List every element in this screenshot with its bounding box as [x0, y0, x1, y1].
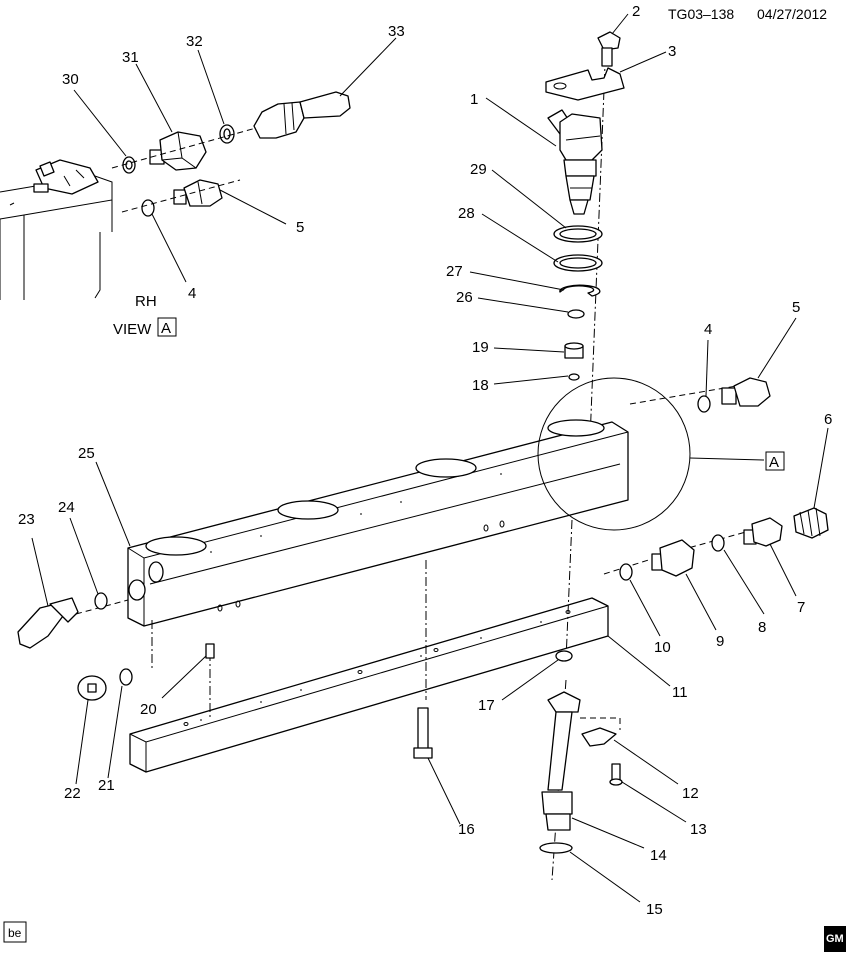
callout-5a: 5	[296, 219, 304, 236]
o-ring-4-inset	[141, 199, 155, 217]
pin-20	[205, 643, 215, 659]
callout-26: 26	[456, 289, 473, 306]
callout-2: 2	[632, 3, 640, 20]
detail-circle	[537, 377, 691, 531]
fitting-9	[651, 539, 695, 577]
callout-33: 33	[388, 23, 405, 40]
callout-10: 10	[654, 639, 671, 656]
callout-12: 12	[682, 785, 699, 802]
callout-20: 20	[140, 701, 157, 718]
callout-7: 7	[797, 599, 805, 616]
fuel-rail-25	[127, 419, 629, 627]
injector-stack	[545, 31, 625, 441]
callout-8: 8	[758, 619, 766, 636]
diagram-date: 04/27/2012	[757, 6, 827, 22]
callout-23: 23	[18, 511, 35, 528]
callout-13: 13	[690, 821, 707, 838]
detail-callout-box	[765, 451, 785, 471]
callout-4a: 4	[188, 285, 196, 302]
o-ring-15	[539, 842, 573, 854]
o-ring-24	[94, 592, 108, 610]
o-ring-4	[697, 395, 711, 413]
view-letter: A	[161, 320, 171, 337]
fuel-line-14	[541, 691, 581, 831]
callout-17: 17	[478, 697, 495, 714]
o-ring-21	[119, 668, 133, 686]
o-ring-8	[711, 534, 725, 552]
clip-12	[581, 727, 617, 747]
fitting-7	[743, 517, 783, 547]
o-ring-18	[568, 373, 580, 381]
cap-19	[564, 342, 584, 359]
callout-31: 31	[122, 49, 139, 66]
corner-tag-box	[3, 921, 27, 943]
pressure-sensor-33	[253, 91, 351, 139]
elbow-fitting-23	[17, 597, 79, 649]
bolt-16	[413, 707, 433, 759]
fitting-5-inset	[173, 179, 223, 207]
o-ring-17	[555, 650, 573, 662]
callout-16: 16	[458, 821, 475, 838]
corner-tag: be	[8, 926, 22, 940]
gm-logo: GM	[824, 926, 846, 952]
detail-callout-letter: A	[769, 454, 779, 471]
callout-5b: 5	[792, 299, 800, 316]
view-side-label: RH	[135, 293, 157, 310]
callout-numbers: 1 2 3 29 28 27 26 19 18 4 5 6 7 8 9 10 1…	[18, 3, 832, 918]
callout-11: 11	[672, 684, 688, 701]
leader-lines	[31, 13, 829, 903]
view-label: VIEW	[113, 321, 152, 338]
callout-29: 29	[470, 161, 487, 178]
view-letter-box	[157, 317, 177, 337]
bolt-13	[609, 763, 623, 786]
callout-28: 28	[458, 205, 475, 222]
o-ring-26	[567, 309, 585, 319]
callout-22: 22	[64, 785, 81, 802]
fitting-5	[721, 377, 771, 407]
fuel-injector-1	[547, 109, 603, 215]
plug-22	[77, 675, 107, 701]
gm-logo-text: GM	[826, 933, 844, 945]
callout-1: 1	[470, 91, 478, 108]
cap-6	[793, 507, 829, 539]
callout-32: 32	[186, 33, 203, 50]
callout-14: 14	[650, 847, 667, 864]
fitting-31	[149, 131, 207, 171]
bolt-2	[597, 31, 621, 67]
callout-3: 3	[668, 43, 676, 60]
callout-21: 21	[98, 777, 115, 794]
callout-30: 30	[62, 71, 79, 88]
bracket-3	[545, 67, 625, 101]
callout-9: 9	[716, 633, 724, 650]
callout-24: 24	[58, 499, 75, 516]
callout-6: 6	[824, 411, 832, 428]
rail-mount-bar-11	[129, 597, 609, 773]
callout-27: 27	[446, 263, 463, 280]
callout-19: 19	[472, 339, 489, 356]
o-ring-10	[619, 563, 633, 581]
callout-18: 18	[472, 377, 489, 394]
diagram-code: TG03–138	[668, 6, 734, 22]
view-a-inset: RH VIEW A	[0, 91, 351, 338]
callout-4b: 4	[704, 321, 712, 338]
retainer-clip-27	[559, 284, 601, 297]
callout-15: 15	[646, 901, 663, 918]
callout-25: 25	[78, 445, 95, 462]
